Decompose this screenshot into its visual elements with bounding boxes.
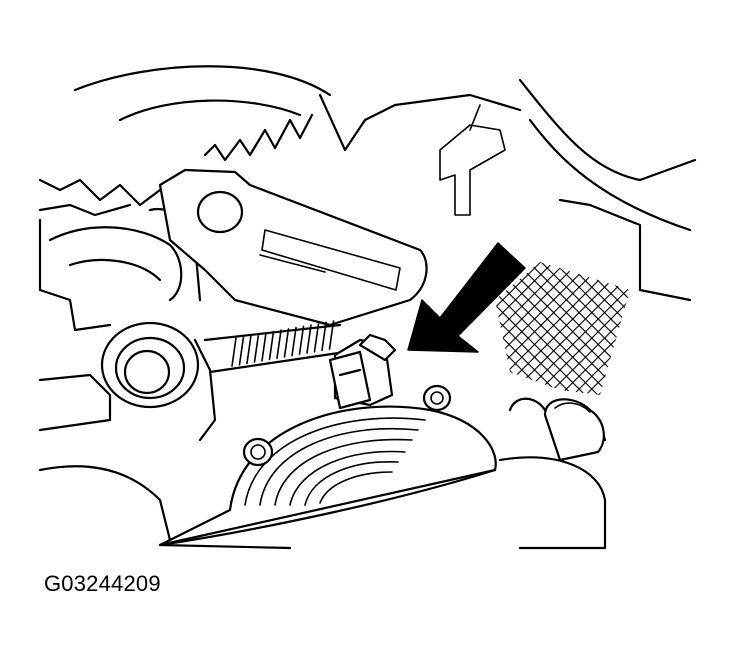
adjusting-bracket bbox=[158, 168, 428, 327]
rod-thread bbox=[238, 335, 245, 366]
figure-code: G03244209 bbox=[44, 571, 161, 596]
pivot-bolt bbox=[100, 321, 217, 442]
rod-thread bbox=[328, 320, 335, 350]
rod-thread bbox=[231, 337, 237, 367]
rod-thread bbox=[246, 334, 252, 365]
bracket-hole bbox=[196, 190, 244, 234]
rod-thread bbox=[306, 324, 312, 354]
rod-thread bbox=[291, 326, 297, 357]
adjusting-rod bbox=[203, 320, 347, 374]
rod-thread bbox=[276, 329, 282, 360]
rod-thread bbox=[261, 331, 267, 362]
mounting-bolt bbox=[242, 384, 452, 467]
hatched-mesh-icon bbox=[495, 262, 630, 395]
callout-arrow-icon bbox=[407, 242, 526, 353]
rod-thread bbox=[321, 321, 327, 352]
hose-elbow bbox=[543, 398, 605, 462]
rod-thread bbox=[313, 322, 320, 353]
engine-block-outline bbox=[73, 65, 697, 302]
rod-thread bbox=[253, 333, 260, 363]
rod-thread bbox=[283, 328, 290, 358]
sensor-connector bbox=[328, 333, 397, 410]
rod-thread bbox=[298, 325, 305, 356]
rod-thread bbox=[268, 330, 275, 361]
